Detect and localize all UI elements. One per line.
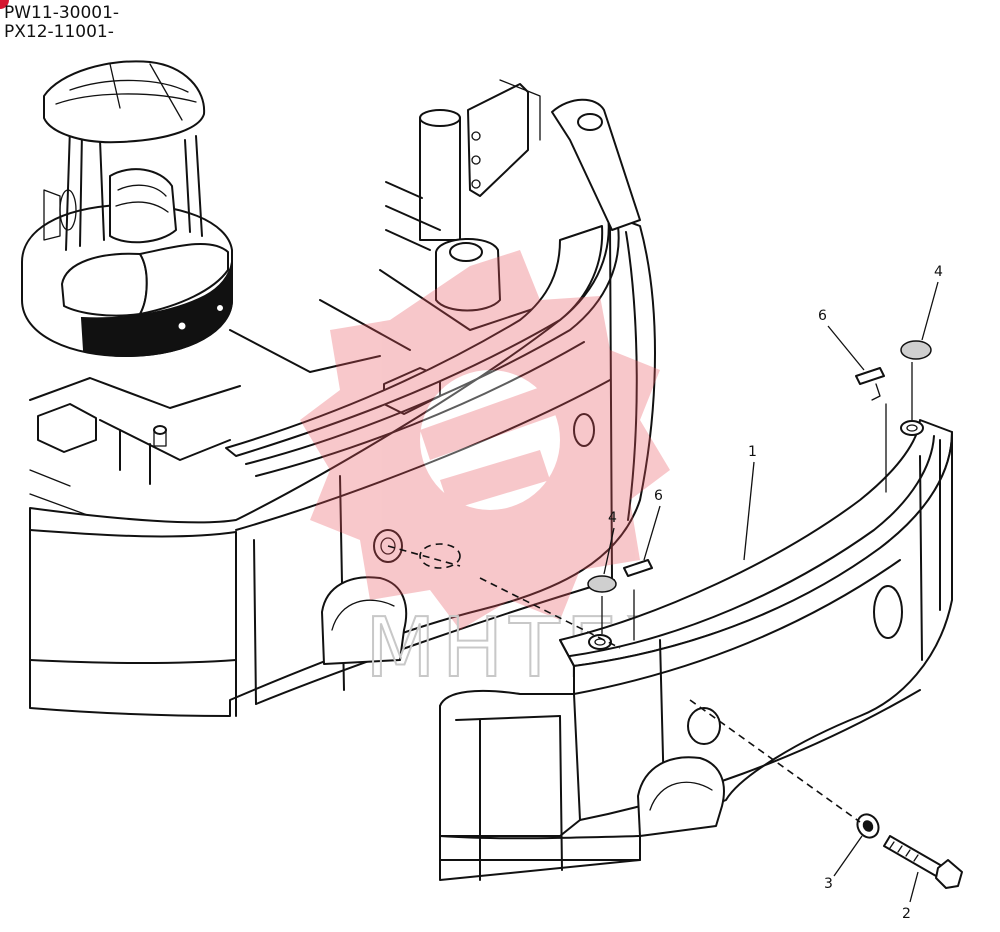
callout-1: 1 (743, 444, 757, 561)
callout-4b: 4 (603, 510, 617, 575)
plate-part-6b (623, 559, 653, 577)
svg-text:4: 4 (608, 510, 617, 526)
svg-text:4: 4 (934, 264, 943, 280)
svg-text:3: 3 (824, 876, 833, 892)
callout-2: 2 (902, 871, 919, 922)
callout-6b: 6 (643, 488, 663, 561)
callout-3: 3 (824, 835, 863, 892)
inset-counterweight-highlight (80, 261, 233, 358)
svg-text:6: 6 (818, 308, 827, 324)
inset-machine-overview (21, 60, 233, 358)
callout-6a: 6 (818, 308, 865, 371)
bolt-part-2 (883, 835, 963, 889)
serial-number-1: PW11-30001- (4, 3, 120, 23)
plug-part-4b (587, 575, 617, 634)
serial-number-2: PX12-11001- (4, 22, 114, 42)
svg-text:2: 2 (902, 906, 911, 922)
plate-part-6a (855, 367, 885, 401)
hidden-bolt-position (419, 543, 461, 569)
plug-part-4a (900, 340, 932, 420)
counterweight-part-1 (439, 403, 953, 881)
svg-text:6: 6 (654, 488, 663, 504)
assembly-axis (387, 545, 861, 823)
watermark-gear (300, 250, 670, 630)
callout-4a: 4 (921, 264, 943, 341)
corner-marker (0, 0, 9, 9)
serial-number-block: PW11-30001- PX12-11001- (4, 4, 119, 42)
watermark (300, 250, 670, 630)
installed-counterweight (29, 98, 656, 717)
svg-text:1: 1 (748, 444, 757, 460)
washer-part-3 (856, 813, 880, 839)
